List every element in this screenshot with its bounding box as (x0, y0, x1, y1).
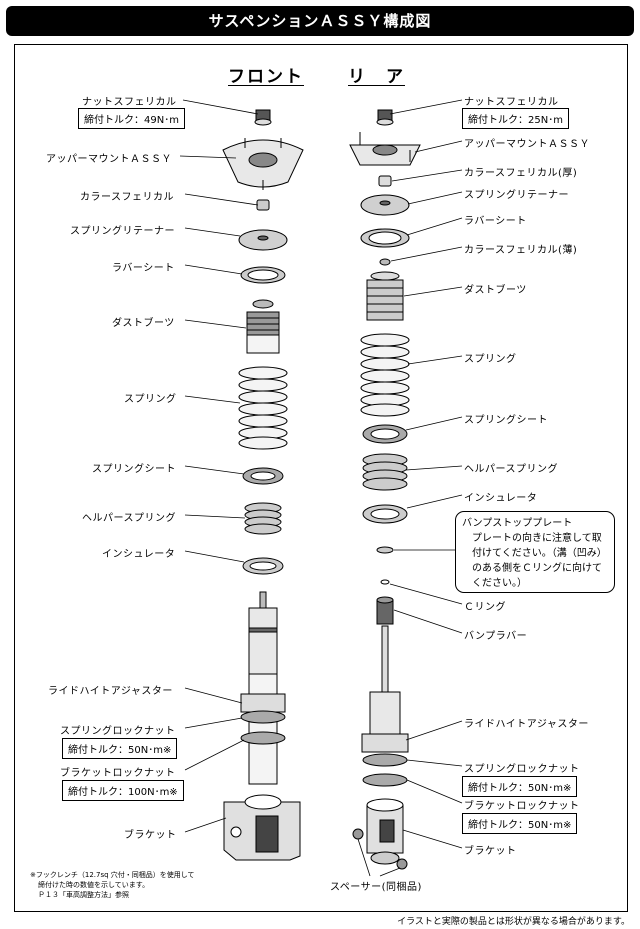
rear-ride-height-label: ライドハイトアジャスター (464, 719, 589, 730)
front-spring-label: スプリング (124, 394, 177, 405)
page-title: サスペンションＡＳＳＹ構成図 (6, 6, 634, 36)
rear-helper-spring-label: ヘルパースプリング (464, 464, 558, 475)
front-retainer-label: スプリングリテーナー (70, 226, 175, 237)
rear-collar-thin-label: カラースフェリカル(薄) (464, 245, 578, 256)
rear-bracket-part (366, 798, 404, 865)
footnote-line-1: ※フックレンチ（12.7sq 穴付・同梱品）を使用して (30, 871, 195, 879)
diagram-frame (14, 44, 628, 912)
front-bracket-part (223, 794, 301, 861)
torque-footnote: ※フックレンチ（12.7sq 穴付・同梱品）を使用して 締付けた時の数値を示して… (30, 870, 195, 900)
front-rubber-seat-part (240, 266, 286, 284)
front-upper-mount-part (222, 138, 304, 190)
front-insulator-label: インシュレータ (102, 549, 176, 560)
bump-stop-note: バンプストッププレート プレートの向きに注意して取付けてください。（溝（凹み）の… (455, 511, 615, 593)
rear-spring-part (360, 333, 410, 417)
rear-retainer-label: スプリングリテーナー (464, 190, 569, 201)
front-bracket-locknut-torque: 締付トルク：100N･m※ (62, 780, 184, 801)
front-dust-boot-part (246, 299, 280, 354)
bump-stop-note-title: バンプストッププレート (462, 518, 573, 529)
front-bracket-locknut-label: ブラケットロックナット (60, 768, 176, 779)
front-spring-seat-part (242, 467, 284, 485)
rear-c-ring-label: Ｃリング (464, 602, 506, 613)
front-insulator-part (242, 557, 284, 575)
rear-ride-height-adjuster-part (361, 733, 409, 753)
rear-nut-label: ナットスフェリカル (464, 97, 559, 108)
rear-rubber-seat-label: ラバーシート (464, 216, 527, 227)
rear-c-ring-part (380, 579, 390, 585)
rear-retainer-part (360, 194, 410, 216)
rear-spacer-part (352, 828, 364, 840)
rear-shock-absorber-part (369, 625, 401, 743)
rear-spacer-label: スペーサー(同梱品) (330, 882, 422, 893)
front-spring-locknut-label: スプリングロックナット (60, 726, 176, 737)
rear-spring-locknut-torque: 締付トルク：50N･m※ (462, 776, 578, 797)
rear-bracket-label: ブラケット (464, 846, 517, 857)
disclaimer: イラストと実際の製品とは形状が異なる場合があります。 (397, 917, 630, 927)
rear-bracket-locknut-label: ブラケットロックナット (464, 801, 580, 812)
rear-bump-rubber-part (376, 596, 394, 625)
rear-column-heading: リ ア (348, 67, 405, 87)
front-ride-height-adjuster-part (240, 693, 286, 713)
footnote-line-2: 締付けた時の数値を示しています。 (38, 881, 150, 889)
rear-helper-spring-part (362, 453, 408, 491)
rear-insulator-label: インシュレータ (464, 493, 538, 504)
rear-collar-thick-part (378, 175, 392, 187)
front-dust-boot-label: ダストブーツ (112, 318, 175, 329)
rear-bracket-locknut-part (362, 773, 408, 787)
bump-stop-note-body: プレートの向きに注意して取付けてください。（溝（凹み）のある側をＣリングに向けて… (472, 533, 607, 589)
rear-collar-thick-label: カラースフェリカル(厚) (464, 168, 578, 179)
front-spring-locknut-torque: 締付トルク：50N･m※ (62, 738, 178, 759)
rear-nut-torque: 締付トルク：25N･m (462, 108, 569, 129)
rear-nut-part (376, 109, 394, 126)
rear-spring-seat-part (362, 424, 408, 444)
rear-dust-boot-label: ダストブーツ (464, 285, 527, 296)
rear-upper-mount-label: アッパーマウントＡＳＳＹ (464, 139, 590, 150)
front-column-heading: フロント (228, 67, 304, 87)
rear-bump-rubber-label: バンプラバー (464, 631, 528, 642)
footnote-line-3: Ｐ１３「車高調整方法」参照 (38, 891, 129, 899)
front-shock-absorber-part (248, 591, 278, 785)
front-nut-torque: 締付トルク：49N･m (78, 108, 185, 129)
rear-spring-locknut-label: スプリングロックナット (464, 764, 580, 775)
rear-spring-seat-label: スプリングシート (464, 415, 548, 426)
front-spring-seat-label: スプリングシート (92, 464, 176, 475)
front-collar-label: カラースフェリカル (80, 192, 174, 203)
front-bracket-locknut-part (240, 731, 286, 745)
front-retainer-part (238, 229, 288, 251)
front-helper-spring-part (244, 502, 282, 535)
rear-spacer-part (396, 858, 408, 870)
front-upper-mount-label: アッパーマウントＡＳＳＹ (46, 154, 172, 165)
rear-spring-label: スプリング (464, 354, 517, 365)
rear-bump-stop-plate-part (376, 546, 394, 554)
rear-insulator-part (362, 504, 408, 524)
front-bracket-label: ブラケット (124, 830, 177, 841)
front-spring-part (238, 366, 288, 450)
front-nut-label: ナットスフェリカル (82, 97, 177, 108)
front-nut-part (254, 109, 272, 126)
front-spring-locknut-part (240, 710, 286, 724)
front-ride-height-label: ライドハイトアジャスター (48, 686, 173, 697)
rear-upper-mount-part (349, 132, 421, 166)
front-rubber-seat-label: ラバーシート (112, 263, 175, 274)
rear-rubber-seat-part (360, 228, 410, 248)
rear-collar-thin-part (379, 258, 391, 266)
rear-dust-boot-part (366, 271, 404, 321)
rear-bracket-locknut-torque: 締付トルク：50N･m※ (462, 813, 578, 834)
rear-spring-locknut-part (362, 753, 408, 767)
front-helper-spring-label: ヘルパースプリング (82, 513, 176, 524)
front-collar-part (256, 199, 270, 211)
